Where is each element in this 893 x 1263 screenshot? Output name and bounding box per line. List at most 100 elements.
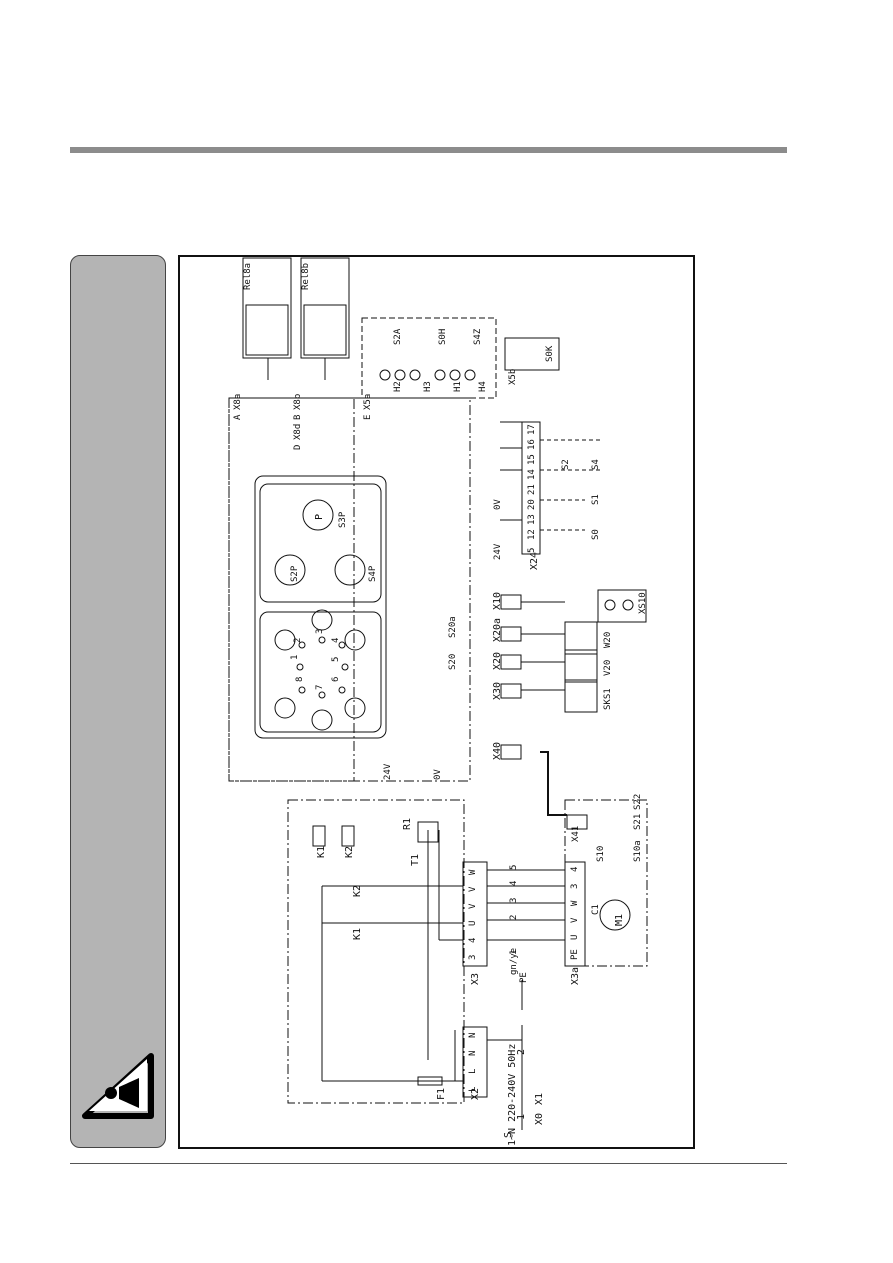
terminal-x30-label: X30 <box>492 682 503 700</box>
supply-number-1: 1 <box>516 1114 527 1120</box>
x3a-pin-5: 3 <box>570 884 580 889</box>
supply-voltage-label: 1~N 220-240V 50Hz <box>507 1044 518 1146</box>
x2-pin-1: L <box>468 1087 478 1092</box>
program-number-7: 7 <box>315 685 325 690</box>
terminal-x8b-label: X8b <box>293 394 303 410</box>
switch-s10a-label: S10a <box>633 840 643 862</box>
button-p-label: P <box>314 514 325 520</box>
x24-pin-1: 5 <box>527 548 537 553</box>
wire-number-4: 4 <box>509 881 519 886</box>
x3-pin-6: W <box>468 869 478 875</box>
terminal-x5a-label: X5a <box>363 394 373 410</box>
x3a-pin-4: W <box>570 900 580 906</box>
pe-label: PE <box>519 972 529 983</box>
button-s4p-label: S4P <box>368 565 378 582</box>
x3-pin-1: 3 <box>468 955 478 960</box>
terminal-x0-label: X0 <box>534 1113 545 1125</box>
wire-number-3: 3 <box>509 898 519 903</box>
w20-label: W20 <box>603 632 613 648</box>
relay-k2-label: K2 <box>344 846 355 858</box>
x3-pin-4: V <box>468 903 478 909</box>
lamp-h3-label: H3 <box>423 381 433 392</box>
x24-pin-2: 12 <box>527 529 537 540</box>
x3a-pin-2: U <box>570 935 580 940</box>
sks1-label: SKS1 <box>603 688 613 710</box>
switch-s0h-label: S0H <box>438 329 448 345</box>
switch-s0-label: S0 <box>591 529 601 540</box>
v20-label: V20 <box>603 660 613 676</box>
terminal-x10-label: X10 <box>492 592 503 610</box>
terminal-x20-label: X20 <box>492 652 503 670</box>
terminal-b-label: B <box>293 415 303 420</box>
lamp-h4-label: H4 <box>478 381 488 392</box>
x3a-pin-3: V <box>570 917 580 923</box>
terminal-e-label: E <box>363 415 373 420</box>
wire-number-1: 1 <box>509 950 519 955</box>
warning-side-panel <box>70 255 166 1148</box>
wire-number-5: 5 <box>509 865 519 870</box>
program-number-1: 1 <box>290 655 300 660</box>
terminal-x40-label: X40 <box>492 742 503 760</box>
terminal-x3-label: X3 <box>470 973 481 985</box>
x2-pin-3: N <box>468 1051 478 1056</box>
terminal-x8d-label: X8d <box>293 424 303 440</box>
terminal-x3a-label: X3a <box>570 967 581 985</box>
x3-pin-2: 4 <box>468 938 478 943</box>
contact-k2-label: K2 <box>352 885 363 897</box>
x2-pin-2: L <box>468 1069 478 1074</box>
program-number-2: 2 <box>293 638 303 643</box>
terminal-x2-label: X2 <box>470 1088 481 1100</box>
warning-triangle-icon <box>82 1053 154 1119</box>
switch-s1-label: S1 <box>591 494 601 505</box>
program-number-4: 4 <box>331 638 341 643</box>
gnye-label: gn/ye <box>509 948 519 975</box>
relay-k1-label: K1 <box>316 846 327 858</box>
xs10-label: XS10 <box>638 592 648 614</box>
resistor-r1-label: R1 <box>402 818 413 830</box>
switch-s20a-label: S20a <box>448 616 458 638</box>
lamp-h2-label: H2 <box>393 381 403 392</box>
switch-s4-label: S4 <box>591 459 601 470</box>
top-rule <box>70 147 787 153</box>
button-s3p-label: S3P <box>338 511 348 528</box>
x24-pin-9: 17 <box>527 424 537 435</box>
x24-pin-6: 14 <box>527 469 537 480</box>
24v-label: 24V <box>383 763 393 780</box>
x24-pin-3: 13 <box>527 514 537 525</box>
terminal-d-label: D <box>293 445 303 450</box>
x3-pin-5: V <box>468 886 478 892</box>
button-s2p-label: S2P <box>290 565 300 582</box>
x3a-pin-1: PE <box>570 949 580 960</box>
program-number-3: 3 <box>315 629 325 634</box>
fuse-f1-label: F1 <box>436 1088 447 1100</box>
x24-24v-label: 24V <box>493 543 503 560</box>
switch-s0k-label: S0K <box>545 345 555 362</box>
program-number-5: 5 <box>331 657 341 662</box>
terminal-x5b-label: X5b <box>508 369 518 385</box>
switch-s21-label: S21 <box>633 814 643 830</box>
0v-label: 0V <box>433 769 443 780</box>
x24-pin-8: 16 <box>527 439 537 450</box>
x24-pin-4: 20 <box>527 499 537 510</box>
terminal-x1-label: X1 <box>534 1093 545 1105</box>
switch-s-label: S <box>503 1132 514 1138</box>
switch-s2-label: S2 <box>561 459 571 470</box>
switch-s22-label: S22 <box>633 794 643 810</box>
x3a-pin-6: 4 <box>570 867 580 872</box>
bottom-rule <box>70 1163 787 1164</box>
x24-pin-5: 21 <box>527 484 537 495</box>
x3-pin-3: U <box>468 921 478 926</box>
terminal-x41-label: X41 <box>571 826 581 842</box>
terminal-x24-label: X24 <box>529 552 540 570</box>
switch-s20-label: S20 <box>448 654 458 670</box>
x2-pin-4: N <box>468 1033 478 1038</box>
terminal-a-label: A <box>233 414 243 420</box>
lamp-h1-label: H1 <box>453 381 463 392</box>
transformer-t1-label: T1 <box>410 854 421 866</box>
switch-s4z-label: S4Z <box>473 328 483 345</box>
wire-number-2: 2 <box>509 915 519 920</box>
motor-m1-label: M1 <box>614 914 625 926</box>
program-number-6: 6 <box>331 677 341 682</box>
relay-rel8a-label: Rel8a <box>243 263 253 290</box>
